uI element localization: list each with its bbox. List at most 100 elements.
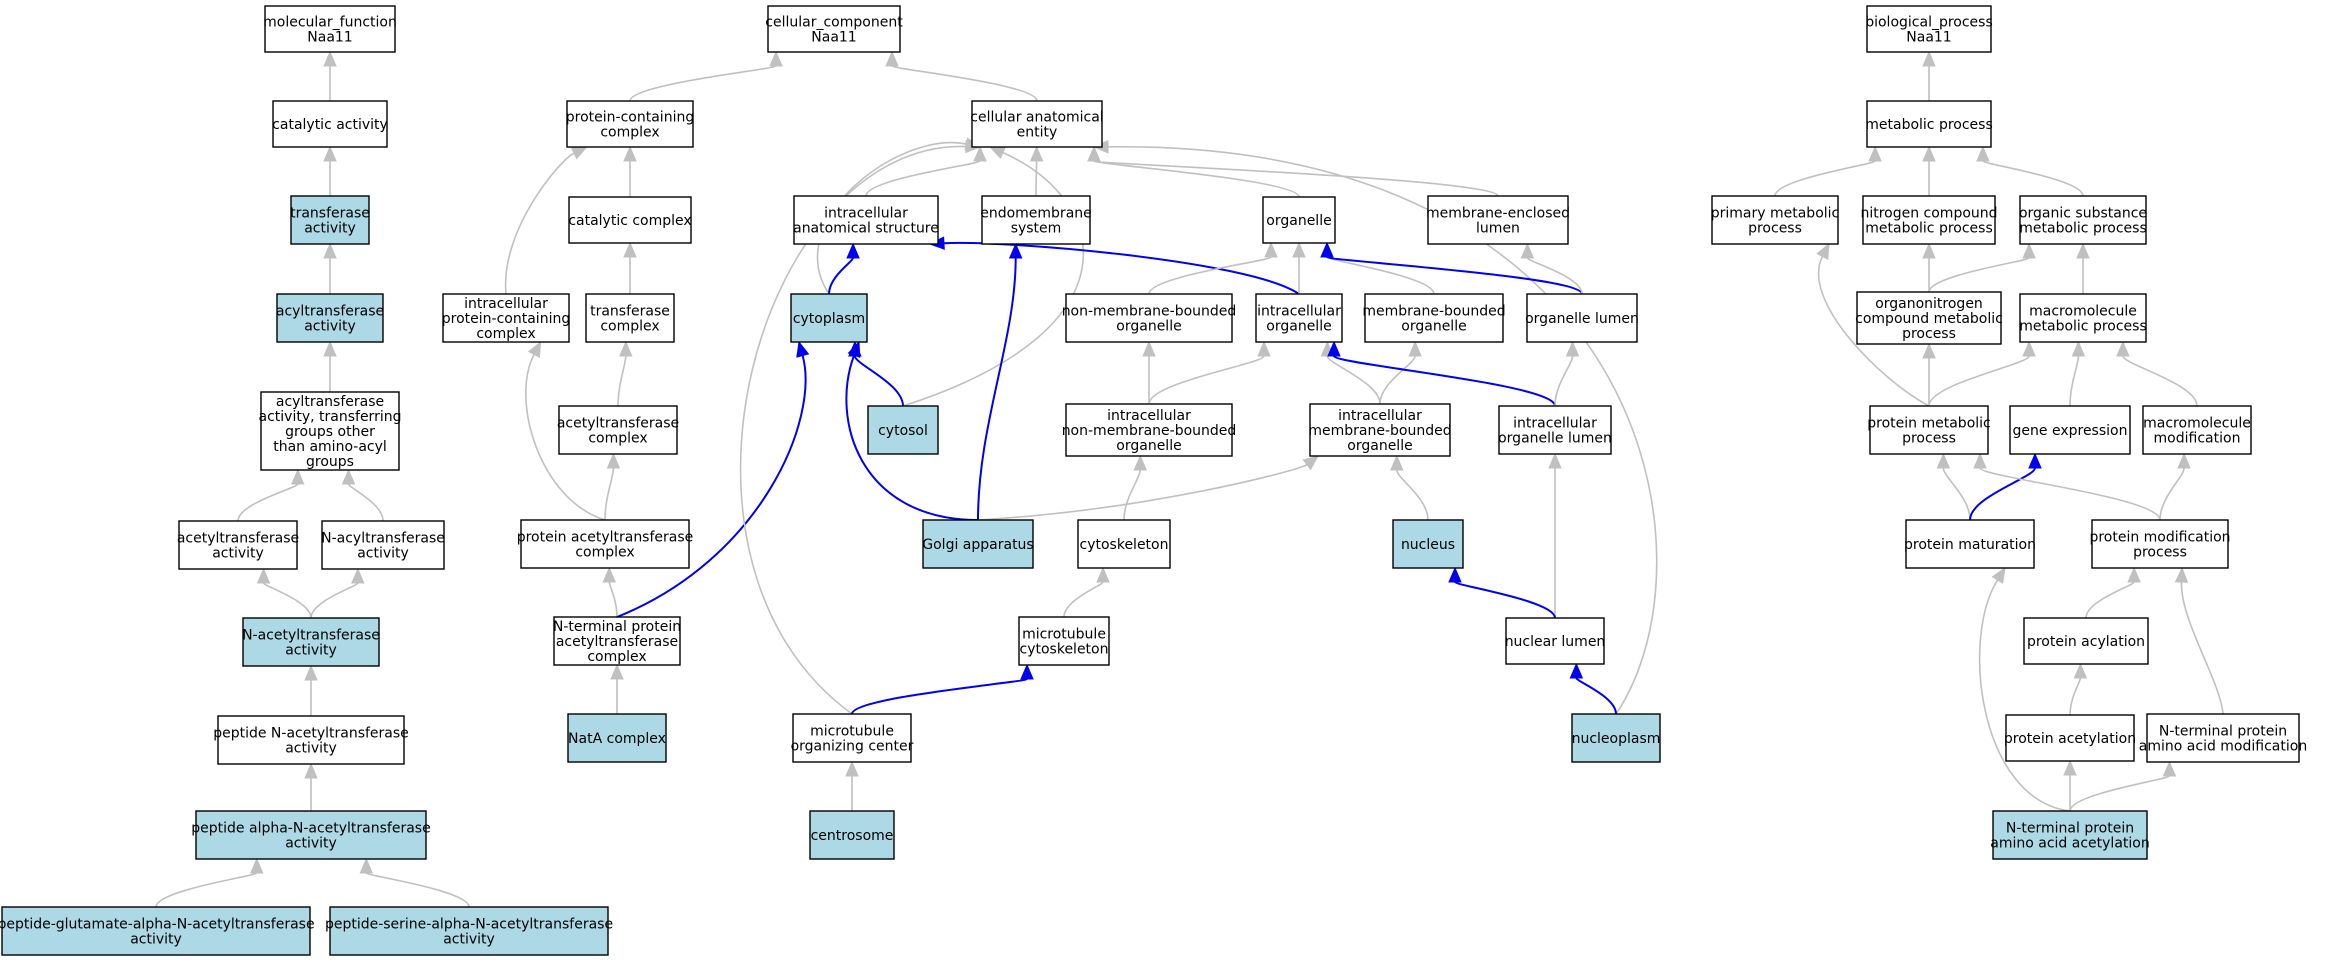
term-label-line: protein-containing: [442, 311, 570, 327]
is-a-edge-microtubule-cytoskeleton-to-cytoskeleton: [1063, 566, 1110, 618]
node-nucleoplasm[interactable]: nucleoplasm: [1571, 713, 1661, 763]
node-intracellular-non-membrane-bounded-organelle[interactable]: intracellularnon-membrane-boundedorganel…: [1062, 403, 1237, 457]
edge-line: [616, 355, 807, 618]
edge-arrowhead: [2177, 452, 2191, 469]
node-nata-complex[interactable]: NatA complex: [567, 713, 667, 763]
edge-arrowhead: [527, 340, 542, 358]
node-protein-maturation[interactable]: protein maturation: [1904, 519, 2036, 569]
node-peptide-glutamate[interactable]: peptide-glutamate-alpha-N-acetyltransfer…: [0, 906, 315, 956]
node-catalytic-activity[interactable]: catalytic activity: [272, 100, 388, 148]
node-cytosol[interactable]: cytosol: [867, 405, 939, 455]
edge-line: [1526, 257, 1583, 295]
edge-line: [629, 65, 777, 102]
edge-line: [237, 483, 299, 522]
term-label-line: intracellular: [1338, 408, 1422, 424]
is-a-edge-protein-metabolic-process-to-primary-metabolic-process: [1816, 242, 1930, 407]
node-n-terminal-protein-acetyltransferase-complex[interactable]: N-terminal proteinacetyltransferasecompl…: [553, 616, 681, 666]
node-catalytic-complex[interactable]: catalytic complex: [568, 196, 692, 244]
term-box: [1427, 195, 1569, 245]
node-organelle[interactable]: organelle: [1262, 196, 1336, 244]
term-label-line: cytoskeleton: [1080, 537, 1169, 553]
node-metabolic-process[interactable]: metabolic process: [1865, 100, 1993, 148]
term-box: [585, 293, 675, 343]
is-a-edge-nata-complex-to-n-terminal-protein-acetyltransferase-complex: [610, 663, 624, 714]
node-nucleus[interactable]: nucleus: [1392, 519, 1464, 569]
term-label-line: Naa11: [1906, 30, 1951, 46]
is-a-edge-protein-modification-process-to-macromolecule-modification: [2159, 452, 2191, 521]
edge-line: [1326, 256, 1583, 295]
term-label-line: anatomical structure: [793, 221, 939, 237]
is-a-edge-protein-acetylation-to-protein-acylation: [2069, 662, 2088, 716]
edge-arrowhead: [249, 857, 264, 874]
node-gene-expression[interactable]: gene expression: [2009, 405, 2131, 455]
node-protein-acylation[interactable]: protein acylation: [2023, 617, 2149, 665]
node-peptide-alpha-n-acetyltransferase[interactable]: peptide alpha-N-acetyltransferaseactivit…: [191, 810, 431, 860]
edge-layer: [155, 50, 2224, 908]
is-a-edge-acyltransferase-activity-to-transferase-activity: [323, 242, 337, 294]
term-label-line: NatA complex: [568, 731, 666, 747]
node-cytoplasm[interactable]: cytoplasm: [790, 293, 868, 343]
term-label-line: N-terminal protein: [2006, 821, 2134, 837]
node-centrosome[interactable]: centrosome: [809, 810, 895, 860]
term-box: [1262, 196, 1336, 244]
term-label-line: non-membrane-bounded: [1062, 304, 1237, 320]
part-of-edge-organelle-lumen-to-organelle: [1320, 241, 1583, 295]
term-label-line: intracellular: [1513, 416, 1597, 432]
is-a-edge-peptide-alpha-n-acetyltransferase-to-peptide-n-acetyltransferase: [304, 762, 318, 811]
annotated-term-box: [567, 713, 667, 763]
edge-line: [845, 354, 979, 521]
node-organelle-lumen[interactable]: organelle lumen: [1525, 293, 1639, 343]
part-of-edge-n-terminal-protein-acetyltransferase-complex-to-cytoplasm: [616, 340, 810, 618]
is-a-edge-transferase-activity-to-catalytic-activity: [323, 145, 337, 196]
term-label-line: centrosome: [811, 828, 894, 844]
node-cytoskeleton[interactable]: cytoskeleton: [1077, 519, 1171, 569]
node-protein-acetylation[interactable]: protein acetylation: [2004, 714, 2136, 762]
node-nuclear-lumen[interactable]: nuclear lumen: [1505, 617, 1606, 665]
is-a-edge-nucleus-to-intracellular-membrane-bounded-organelle: [1390, 454, 1429, 521]
edge-arrowhead: [1976, 145, 1990, 162]
term-label-line: organelle: [1116, 319, 1181, 335]
term-label-line: peptide N-acetyltransferase: [213, 726, 409, 742]
edge-arrowhead: [323, 242, 337, 259]
node-golgi-apparatus[interactable]: Golgi apparatus: [922, 519, 1034, 569]
term-label-line: metabolic process: [1865, 117, 1993, 133]
edge-arrowhead: [1991, 566, 2006, 584]
node-peptide-serine[interactable]: peptide-serine-alpha-N-acetyltransferase…: [325, 906, 613, 956]
